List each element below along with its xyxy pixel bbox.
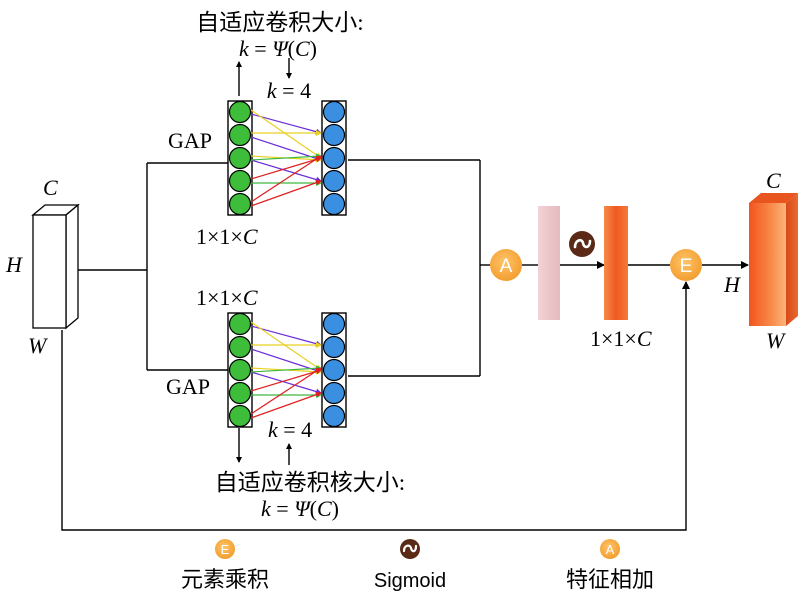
conv-connection-arrow	[250, 155, 322, 203]
multiply-node-label: E	[680, 256, 693, 277]
legend-add-icon	[600, 539, 620, 559]
neuron-green	[228, 146, 252, 170]
svg-text:E: E	[221, 542, 230, 557]
neuron-blue	[322, 192, 346, 216]
bottom-size-label: 1×1×C	[196, 285, 258, 310]
neuron-blue	[322, 100, 346, 124]
bottom-k-value: k = 4	[268, 417, 312, 442]
neuron-blue	[322, 312, 346, 336]
bottom-formula: k = Ψ(C)	[261, 496, 339, 521]
neuron-blue	[322, 404, 346, 428]
bottom-gap-label: GAP	[166, 374, 210, 399]
conv-connection-arrow	[250, 153, 322, 161]
neuron-green	[228, 312, 252, 336]
neuron-green	[228, 192, 252, 216]
top-gap-label: GAP	[168, 128, 212, 153]
neuron-green	[228, 358, 252, 382]
top-conv-block	[227, 100, 347, 216]
conv-connection-arrow	[250, 365, 322, 373]
conv-connection-arrow	[250, 321, 322, 371]
output-h-label: H	[723, 272, 741, 297]
neuron-blue	[322, 169, 346, 193]
legend-sigmoid-label: Sigmoid	[374, 570, 446, 592]
legend-multiply-icon	[215, 539, 235, 559]
top-title: 自适应卷积大小:	[196, 10, 363, 35]
neuron-blue	[322, 146, 346, 170]
neuron-green	[228, 123, 252, 147]
legend-add: A 特征相加	[566, 539, 654, 592]
neuron-green	[228, 381, 252, 405]
top-size-label: 1×1×C	[196, 224, 258, 249]
neuron-green	[228, 100, 252, 124]
legend-add-label: 特征相加	[566, 567, 654, 592]
legend-multiply: E 元素乘积	[181, 539, 269, 592]
conv-connection-arrow	[250, 325, 322, 347]
output-feature-cube	[749, 193, 798, 326]
conv-connection-arrow	[250, 113, 322, 135]
top-formula: k = Ψ(C)	[239, 36, 317, 61]
legend-sigmoid-icon	[400, 539, 420, 559]
bottom-conv-block	[227, 312, 347, 428]
conv-connection-arrow	[250, 367, 322, 415]
conv-connection-arrow	[250, 109, 322, 159]
svg-text:A: A	[606, 542, 615, 557]
output-c-label: C	[766, 168, 781, 193]
sigmoid-icon	[569, 231, 595, 257]
connectors	[61, 58, 749, 531]
conv-connection-arrow	[250, 371, 322, 395]
conv-connection-arrow	[250, 159, 322, 183]
output-w-label: W	[766, 328, 786, 353]
conv-connection-arrow	[250, 368, 322, 392]
neuron-blue	[322, 381, 346, 405]
legend-sigmoid: Sigmoid	[374, 539, 446, 592]
attention-weight-bar	[604, 206, 628, 320]
input-w-label: W	[28, 333, 48, 358]
neuron-blue	[322, 335, 346, 359]
conv-connection-arrow	[250, 179, 322, 207]
neuron-blue	[322, 123, 346, 147]
neuron-blue	[322, 358, 346, 382]
weight-size-label: 1×1×C	[590, 326, 652, 351]
add-node: A	[490, 249, 522, 281]
bottom-title: 自适应卷积核大小:	[215, 470, 405, 495]
add-node-label: A	[500, 256, 513, 277]
input-c-label: C	[43, 175, 58, 200]
neuron-green	[228, 404, 252, 428]
input-h-label: H	[5, 252, 23, 277]
top-k-value: k = 4	[267, 78, 311, 103]
pink-feature-bar	[538, 206, 560, 320]
conv-connection-arrow	[250, 391, 322, 419]
legend: E 元素乘积 Sigmoid A 特征相加	[181, 539, 654, 592]
multiply-node: E	[670, 249, 702, 281]
legend-multiply-label: 元素乘积	[181, 567, 269, 592]
neuron-green	[228, 169, 252, 193]
neuron-green	[228, 335, 252, 359]
conv-connection-arrow	[250, 156, 322, 180]
input-feature-cube	[31, 203, 80, 330]
